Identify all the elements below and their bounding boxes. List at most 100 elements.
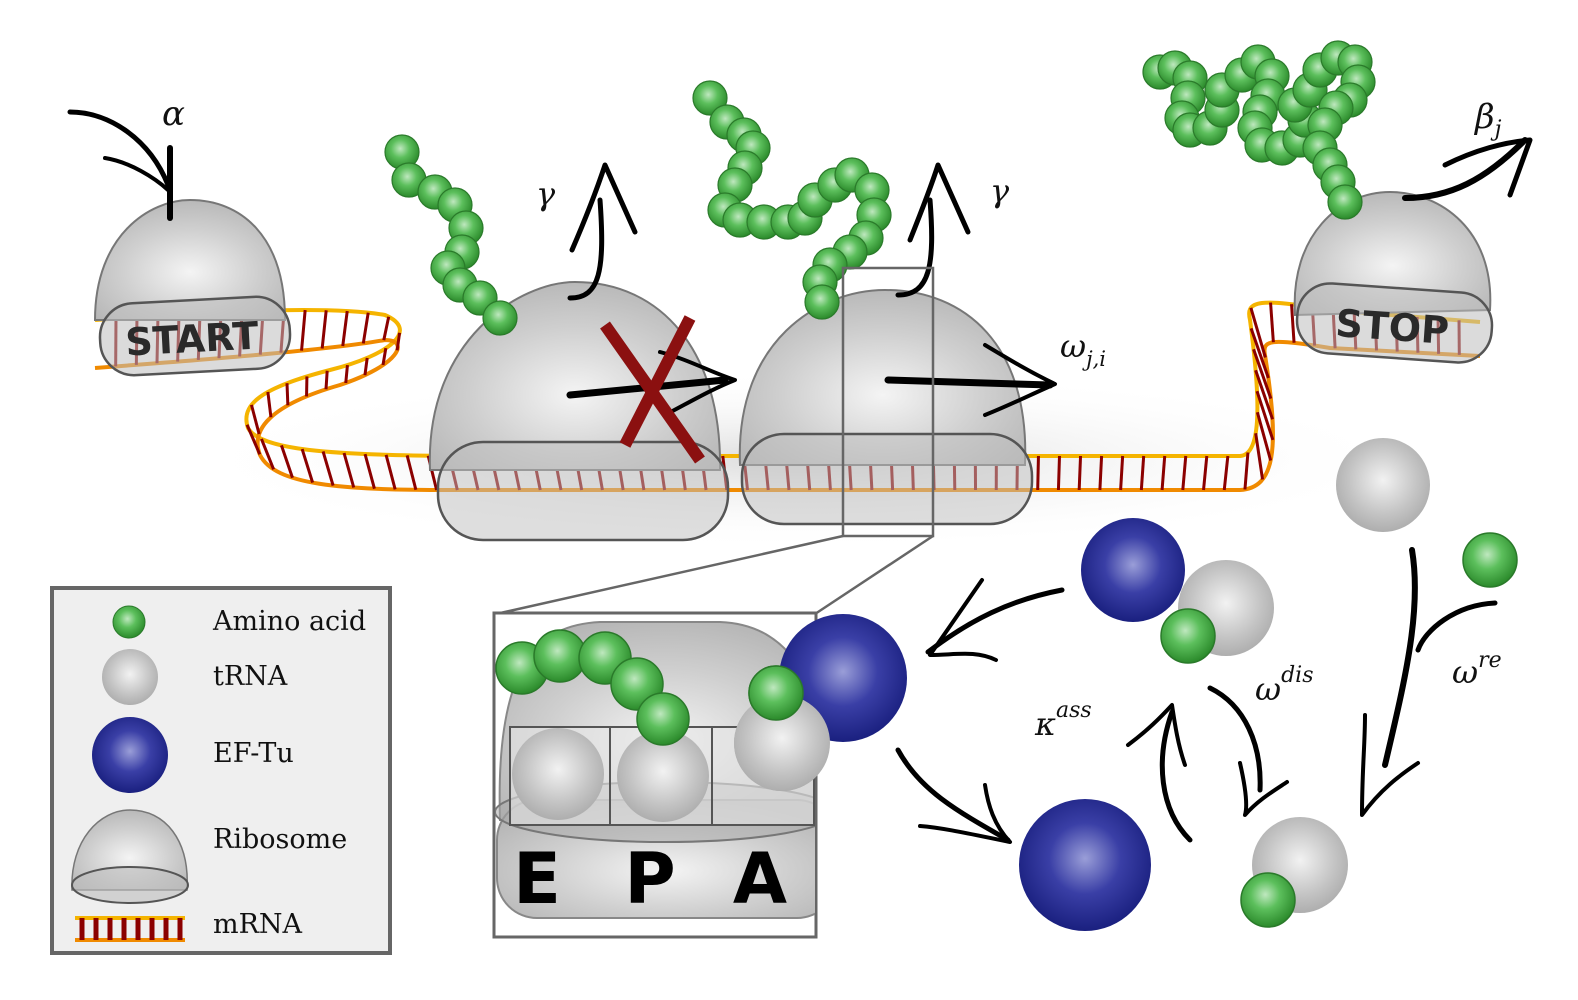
ribosome-small-subunit: [436, 440, 730, 542]
amino-acid-charged: [1240, 872, 1296, 928]
site-label-e: E: [513, 838, 561, 920]
mrna-rung: [1056, 455, 1061, 491]
charged-trna: [1240, 817, 1348, 928]
mrna-rung: [1098, 455, 1104, 491]
polypeptide-chains: [384, 40, 1376, 336]
mrna-rung: [1160, 455, 1167, 491]
mrna-rung: [280, 444, 294, 479]
arrow-ribosome-to-free-ef-tu: [895, 747, 1012, 844]
mrna-rung: [384, 454, 397, 490]
mrna-rung: [245, 424, 262, 455]
legend-label-mrna: mRNA: [213, 909, 303, 940]
mrna-rung: [363, 453, 376, 490]
mrna-rung: [363, 357, 369, 376]
ribosome-stop: STOP: [1293, 190, 1494, 364]
arrow-drop-off-left: [567, 162, 638, 301]
mrna-rung: [285, 383, 290, 406]
ternary-complex: [1081, 518, 1274, 664]
mrna-rung: [1269, 302, 1275, 343]
mrna-rung: [1036, 455, 1040, 491]
site-label-p: P: [624, 838, 675, 920]
ef-tu-complex: [1081, 518, 1185, 622]
mrna-rung: [1249, 307, 1267, 358]
mrna-rung: [1290, 304, 1296, 343]
rate-omega-dis-label: ωdis: [1255, 663, 1314, 708]
stop-codon-label: STOP: [1334, 301, 1450, 353]
site-label-a: A: [733, 838, 787, 920]
free-amino-acid: [1462, 532, 1518, 588]
zoom-line-right: [814, 534, 934, 616]
start-codon-label: START: [124, 314, 259, 365]
mrna-rung: [1252, 348, 1273, 400]
free-trna: [1336, 438, 1430, 532]
free-ef-tu: [1019, 799, 1151, 931]
mrna-backbone-bottom: [94, 337, 1481, 492]
mrna-rung: [320, 310, 328, 349]
mrna-rung: [1139, 455, 1146, 491]
mrna-rung: [1222, 455, 1230, 491]
mrna-rung: [1254, 369, 1274, 420]
mrna-rung: [1077, 455, 1083, 491]
mrna-rung: [1255, 411, 1273, 461]
legend: Amino acid tRNA EF-Tu Ribosome mRNA: [50, 586, 392, 955]
mrna-rung: [300, 309, 307, 351]
mrna-rung: [1255, 390, 1275, 441]
zoom-line-left: [495, 534, 844, 616]
rate-beta-label: βj: [1473, 97, 1502, 142]
amino-acid: [1327, 184, 1363, 220]
mrna-rung: [361, 312, 370, 344]
mrna-rung: [324, 370, 329, 390]
arrow-association: [1126, 703, 1193, 843]
arrow-elongation: [884, 343, 1057, 417]
arrow-dissociation: [1207, 685, 1289, 817]
mrna-rung: [1254, 432, 1265, 480]
rate-gamma-left-label: γ: [536, 175, 556, 213]
mrna-rung: [300, 448, 315, 484]
mrna-rung: [266, 391, 273, 418]
mrna-rung: [250, 404, 261, 435]
amino-acid: [804, 284, 840, 320]
trna-e-site: [512, 728, 604, 820]
rate-alpha-label: α: [162, 94, 185, 134]
trna-icon: [102, 649, 158, 705]
mrna-icon: [75, 916, 185, 942]
inset-polypeptide-chain: [495, 629, 690, 746]
amino-acid: [636, 692, 690, 746]
arrow-initiation: [67, 109, 173, 221]
amino-acid: [482, 300, 518, 336]
mrna-rung: [1243, 452, 1250, 490]
arrow-complex-to-ribosome: [925, 578, 1065, 662]
mrna-rung: [1249, 327, 1270, 379]
legend-label-amino-acid: Amino acid: [212, 606, 366, 637]
amino-acid: [692, 80, 728, 116]
legend-label-trna: tRNA: [213, 661, 288, 692]
ribosome-icon: [71, 809, 189, 904]
legend-label-ef-tu: EF-Tu: [213, 738, 294, 769]
rate-gamma-right-label: γ: [990, 172, 1010, 210]
ribosome-start: START: [93, 198, 292, 377]
trna-p-site: [617, 730, 709, 822]
mrna-rung: [342, 452, 356, 488]
amino-acid-ternary-at-ribosome: [748, 665, 804, 721]
arrow-drop-off-right: [895, 162, 971, 298]
mrna-rung: [1202, 455, 1209, 491]
amino-acid-icon: [112, 605, 146, 639]
zoom-source-box: [841, 266, 935, 538]
ribosome-small-subunit: [740, 432, 1034, 526]
mrna-rung: [1119, 455, 1125, 491]
rate-kappa-ass-label: κass: [1034, 698, 1092, 743]
ribosome-small-subunit: [98, 295, 292, 377]
mrna-rung: [344, 364, 349, 384]
blocked-cross-icon: [600, 315, 705, 464]
rate-omega-re-label: ωre: [1452, 648, 1502, 691]
trna-ternary-at-ribosome: [734, 695, 830, 791]
mrna-rung: [381, 347, 388, 366]
mrna-rung: [1181, 455, 1188, 491]
ribosome-small-subunit: [1295, 282, 1494, 364]
mrna-rung: [321, 450, 335, 487]
mrna-rung: [341, 310, 349, 347]
amino-acid-complex: [1160, 608, 1216, 664]
rate-omega-ji-label: ωj,i: [1060, 327, 1106, 371]
ef-tu-icon: [92, 717, 168, 793]
